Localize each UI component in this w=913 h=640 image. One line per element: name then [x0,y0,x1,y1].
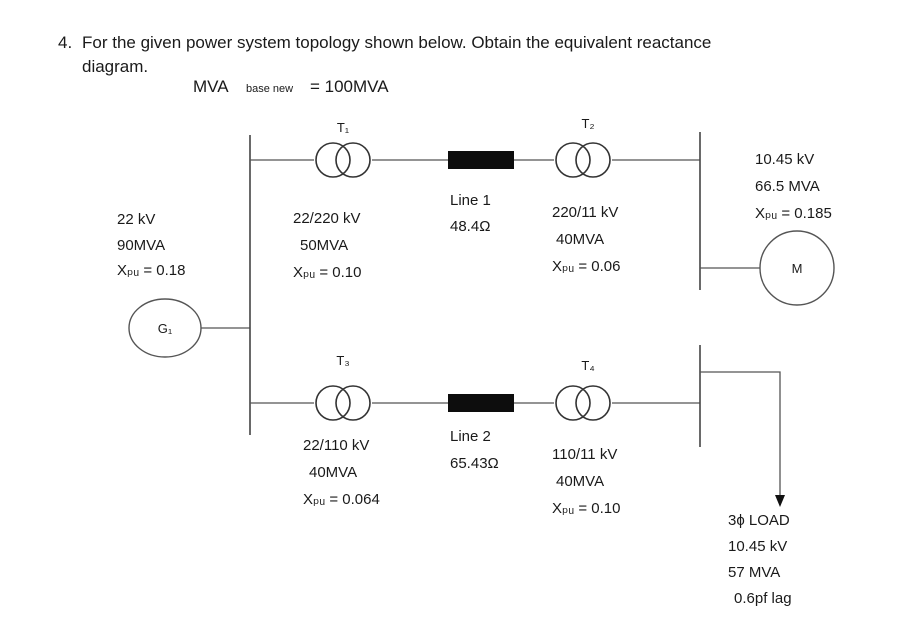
generator-reactance: Xₚᵤ = 0.18 [117,262,185,279]
load-connection-wire [700,371,781,495]
problem-statement-line1: For the given power system topology show… [82,33,711,52]
line1-name: Line 1 [450,192,491,209]
problem-statement-line2: diagram. [82,57,148,76]
t4-voltage-ratio: 110/11 kV [552,446,617,463]
generator-voltage: 22 kV [117,211,155,228]
generator-rating: 90MVA [117,237,165,254]
t3-transformer-symbol [315,385,371,421]
t1-voltage-ratio: 22/220 kV [293,210,361,227]
load-power-factor: 0.6pf lag [734,590,792,607]
t2-label: T₂ [582,116,595,131]
t4-reactance: Xₚᵤ = 0.10 [552,500,620,517]
mva-base-subscript: base new [246,83,293,95]
load-voltage: 10.45 kV [728,538,787,555]
t1-label: T₁ [337,120,350,135]
t3-label: T₃ [336,353,349,368]
t2-voltage-ratio: 220/11 kV [552,204,618,221]
t4-transformer-symbol [555,385,611,421]
motor-label: M [792,261,803,276]
motor-symbol [759,230,835,306]
t3-rating: 40MVA [309,464,357,481]
t4-label: T₄ [581,358,594,373]
line1-impedance: 48.4Ω [450,218,490,235]
t1-transformer-symbol [315,142,371,178]
motor-voltage: 10.45 kV [755,151,814,168]
line2-name: Line 2 [450,428,491,445]
load-rating: 57 MVA [728,564,780,581]
line2-block [448,394,514,412]
t1-rating: 50MVA [300,237,348,254]
t2-transformer-symbol [555,142,611,178]
t1-reactance: Xₚᵤ = 0.10 [293,264,361,281]
line1-block [448,151,514,169]
mva-base-label: MVA [193,77,229,96]
load-arrow-icon [775,495,785,507]
load-type: 3ϕ LOAD [728,512,790,529]
motor-reactance: Xₚᵤ = 0.185 [755,205,832,222]
t2-rating: 40MVA [556,231,604,248]
t2-reactance: Xₚᵤ = 0.06 [552,258,620,275]
motor-rating: 66.5 MVA [755,178,820,195]
mva-base-value: = 100MVA [310,77,389,96]
t4-rating: 40MVA [556,473,604,490]
line2-impedance: 65.43Ω [450,455,499,472]
t3-reactance: Xₚᵤ = 0.064 [303,491,380,508]
problem-number: 4. [58,33,72,52]
t3-voltage-ratio: 22/110 kV [303,437,369,454]
generator-g1-label: G₁ [158,321,173,336]
